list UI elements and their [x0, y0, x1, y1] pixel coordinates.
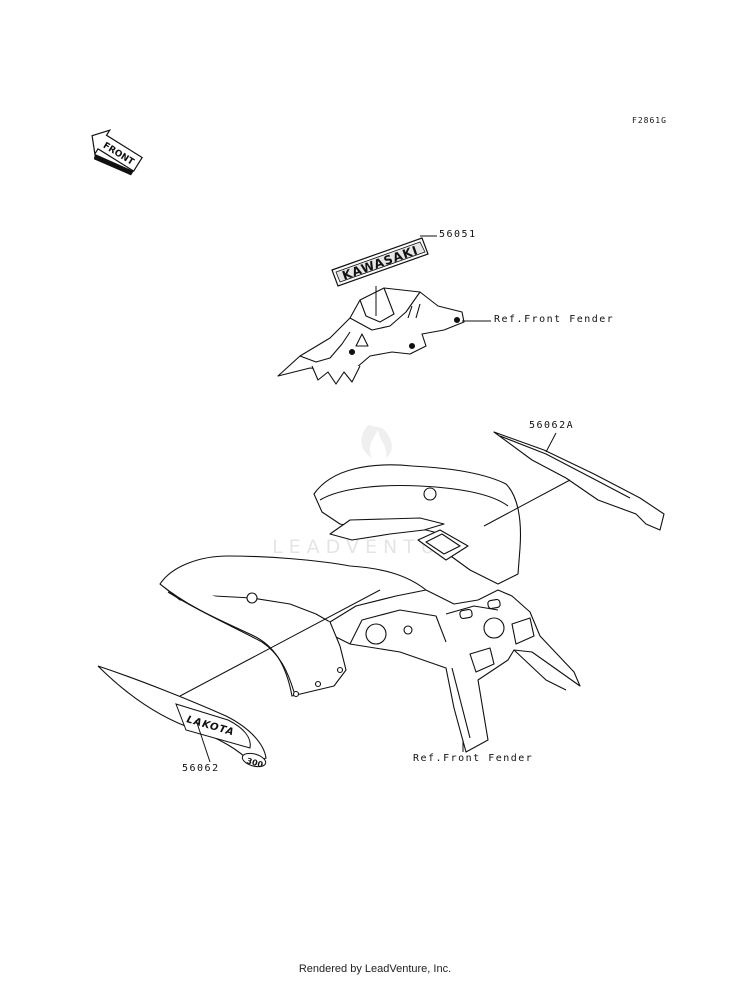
lakota-decal: LAKOTA 300: [97, 665, 267, 770]
fender-assembly-large: [159, 464, 581, 753]
part-number-56062: 56062: [182, 763, 220, 774]
diagram-code: F2861G: [632, 116, 667, 125]
reference-front-fender-bottom: Ref.Front Fender: [413, 753, 534, 764]
part-number-56051: 56051: [439, 229, 477, 240]
reference-front-fender-top: Ref.Front Fender: [494, 314, 615, 325]
part-number-56062a: 56062A: [529, 420, 575, 431]
front-direction-arrow: FRONT: [91, 129, 143, 176]
leader-lines: [179, 235, 571, 763]
kawasaki-decal: KAWASAKI: [331, 237, 429, 287]
front-fender-small: [277, 287, 465, 385]
decal-strip-right: [493, 431, 665, 531]
footer-credit: Rendered by LeadVenture, Inc.: [298, 963, 452, 975]
